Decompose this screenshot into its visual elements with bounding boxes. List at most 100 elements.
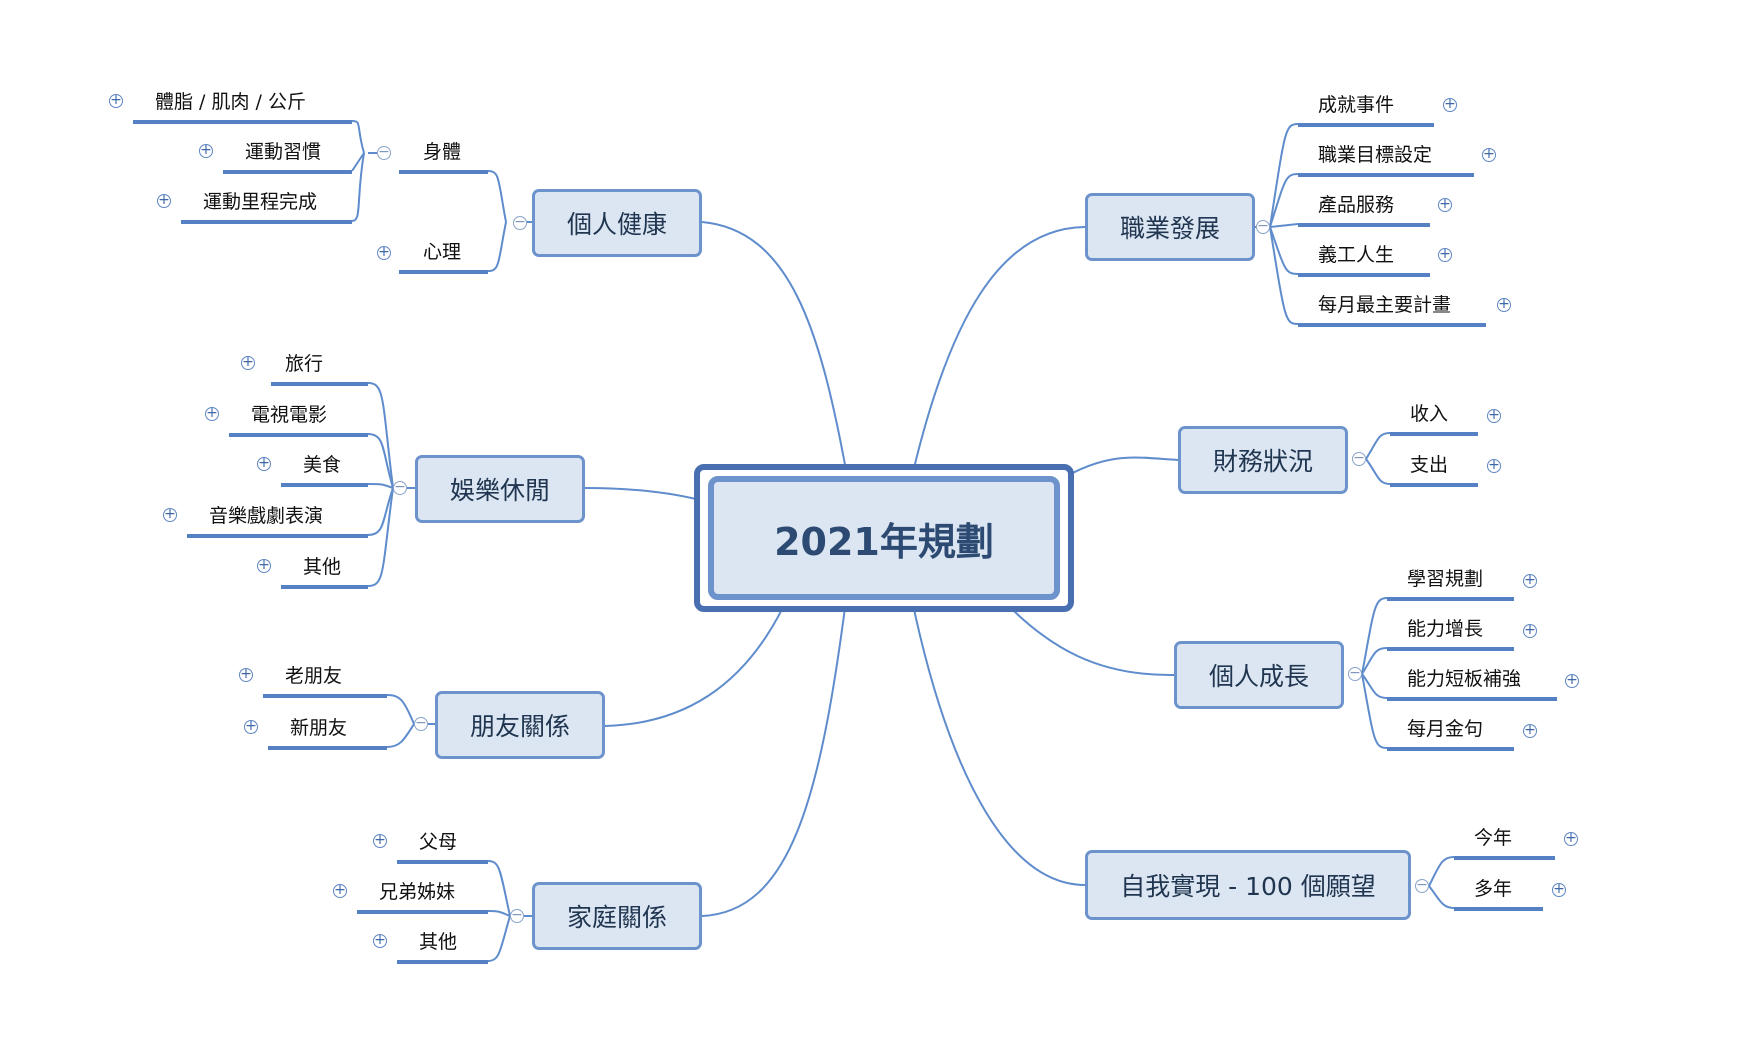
underline: [223, 170, 352, 174]
expand-plus-icon[interactable]: +: [163, 506, 177, 522]
underline: [281, 585, 368, 589]
expand-plus-icon[interactable]: +: [1497, 296, 1511, 312]
connector-line: [487, 221, 507, 272]
leaf-item[interactable]: 體脂 / 肌肉 / 公斤: [155, 91, 306, 113]
underline: [397, 960, 488, 964]
underline: [1454, 907, 1543, 911]
underline: [187, 534, 368, 538]
expand-plus-icon[interactable]: +: [1487, 407, 1501, 423]
central-topic[interactable]: 2021年規劃: [708, 476, 1060, 600]
connector-line: [487, 860, 511, 917]
subtopic-body[interactable]: 身體: [423, 141, 462, 163]
collapse-minus-icon[interactable]: −: [377, 144, 391, 160]
topic-leisure[interactable]: 娛樂休閒: [415, 455, 585, 523]
leaf-item[interactable]: 每月金句: [1407, 718, 1484, 740]
collapse-minus-icon[interactable]: −: [1352, 450, 1366, 466]
subtopic-mind[interactable]: 心理: [423, 241, 462, 263]
expand-plus-icon[interactable]: +: [1523, 572, 1537, 588]
expand-plus-icon[interactable]: +: [1438, 196, 1452, 212]
leaf-item[interactable]: 學習規劃: [1407, 568, 1484, 590]
underline: [1387, 647, 1514, 651]
topic-friendship[interactable]: 朋友關係: [435, 691, 605, 759]
expand-plus-icon[interactable]: +: [157, 192, 171, 208]
connector-line: [1059, 456, 1179, 481]
leaf-item[interactable]: 每月最主要計畫: [1318, 294, 1452, 316]
collapse-minus-icon[interactable]: −: [513, 214, 527, 230]
expand-plus-icon[interactable]: +: [241, 354, 255, 370]
connector-line: [701, 221, 847, 471]
leaf-item[interactable]: 義工人生: [1318, 244, 1395, 266]
leaf-item[interactable]: 其他: [303, 556, 342, 578]
expand-plus-icon[interactable]: +: [333, 882, 347, 898]
collapse-minus-icon[interactable]: −: [1256, 218, 1270, 234]
connector-line: [351, 120, 365, 154]
underline: [1387, 597, 1514, 601]
expand-plus-icon[interactable]: +: [205, 405, 219, 421]
expand-plus-icon[interactable]: +: [1552, 881, 1566, 897]
topic-self-realization[interactable]: 自我實現 - 100 個願望: [1085, 850, 1411, 920]
leaf-item[interactable]: 美食: [303, 454, 342, 476]
expand-plus-icon[interactable]: +: [373, 832, 387, 848]
expand-plus-icon[interactable]: +: [1523, 622, 1537, 638]
expand-plus-icon[interactable]: +: [1443, 96, 1457, 112]
underline: [281, 483, 368, 487]
expand-plus-icon[interactable]: +: [1487, 457, 1501, 473]
leaf-item[interactable]: 音樂戲劇表演: [209, 505, 324, 527]
connector-line: [487, 915, 511, 962]
expand-plus-icon[interactable]: +: [257, 557, 271, 573]
leaf-item[interactable]: 兄弟姊妹: [379, 881, 456, 903]
underline: [1387, 747, 1514, 751]
leaf-item[interactable]: 能力增長: [1407, 618, 1484, 640]
connector-line: [367, 382, 394, 489]
leaf-item[interactable]: 其他: [419, 931, 458, 953]
leaf-item[interactable]: 父母: [419, 831, 458, 853]
leaf-item[interactable]: 收入: [1410, 403, 1449, 425]
underline: [399, 270, 488, 274]
leaf-item[interactable]: 電視電影: [251, 404, 328, 426]
expand-plus-icon[interactable]: +: [109, 92, 123, 108]
expand-plus-icon[interactable]: +: [1482, 146, 1496, 162]
topic-personal-growth[interactable]: 個人成長: [1174, 641, 1344, 709]
topic-finance[interactable]: 財務狀況: [1178, 426, 1348, 494]
topic-family[interactable]: 家庭關係: [532, 882, 702, 950]
leaf-item[interactable]: 運動里程完成: [203, 191, 318, 213]
collapse-minus-icon[interactable]: −: [414, 715, 428, 731]
collapse-minus-icon[interactable]: −: [510, 907, 524, 923]
expand-plus-icon[interactable]: +: [1565, 672, 1579, 688]
expand-plus-icon[interactable]: +: [373, 932, 387, 948]
expand-plus-icon[interactable]: +: [1564, 830, 1578, 846]
leaf-item[interactable]: 旅行: [285, 353, 324, 375]
expand-plus-icon[interactable]: +: [257, 455, 271, 471]
connector-line: [1361, 673, 1388, 749]
expand-plus-icon[interactable]: +: [1523, 722, 1537, 738]
connector-line: [351, 152, 365, 172]
topic-personal-health[interactable]: 個人健康: [532, 189, 702, 257]
connector-line: [1361, 673, 1388, 699]
underline: [181, 220, 352, 224]
leaf-item[interactable]: 能力短板補強: [1407, 668, 1522, 690]
connector-line: [701, 599, 847, 917]
leaf-item[interactable]: 職業目標設定: [1318, 144, 1433, 166]
underline: [271, 382, 368, 386]
leaf-item[interactable]: 成就事件: [1318, 94, 1395, 116]
leaf-item[interactable]: 運動習慣: [245, 141, 322, 163]
underline: [1390, 483, 1478, 487]
connector-line: [367, 487, 394, 536]
expand-plus-icon[interactable]: +: [244, 718, 258, 734]
leaf-item[interactable]: 新朋友: [290, 717, 348, 739]
underline: [263, 694, 387, 698]
collapse-minus-icon[interactable]: −: [1348, 665, 1362, 681]
leaf-item[interactable]: 產品服務: [1318, 194, 1395, 216]
expand-plus-icon[interactable]: +: [199, 142, 213, 158]
leaf-item[interactable]: 今年: [1474, 827, 1513, 849]
topic-career[interactable]: 職業發展: [1085, 193, 1255, 261]
expand-plus-icon[interactable]: +: [377, 244, 391, 260]
leaf-item[interactable]: 老朋友: [285, 665, 343, 687]
leaf-item[interactable]: 支出: [1410, 454, 1449, 476]
expand-plus-icon[interactable]: +: [1438, 246, 1452, 262]
expand-plus-icon[interactable]: +: [239, 666, 253, 682]
collapse-minus-icon[interactable]: −: [393, 479, 407, 495]
collapse-minus-icon[interactable]: −: [1415, 877, 1429, 893]
leaf-item[interactable]: 多年: [1474, 878, 1513, 900]
